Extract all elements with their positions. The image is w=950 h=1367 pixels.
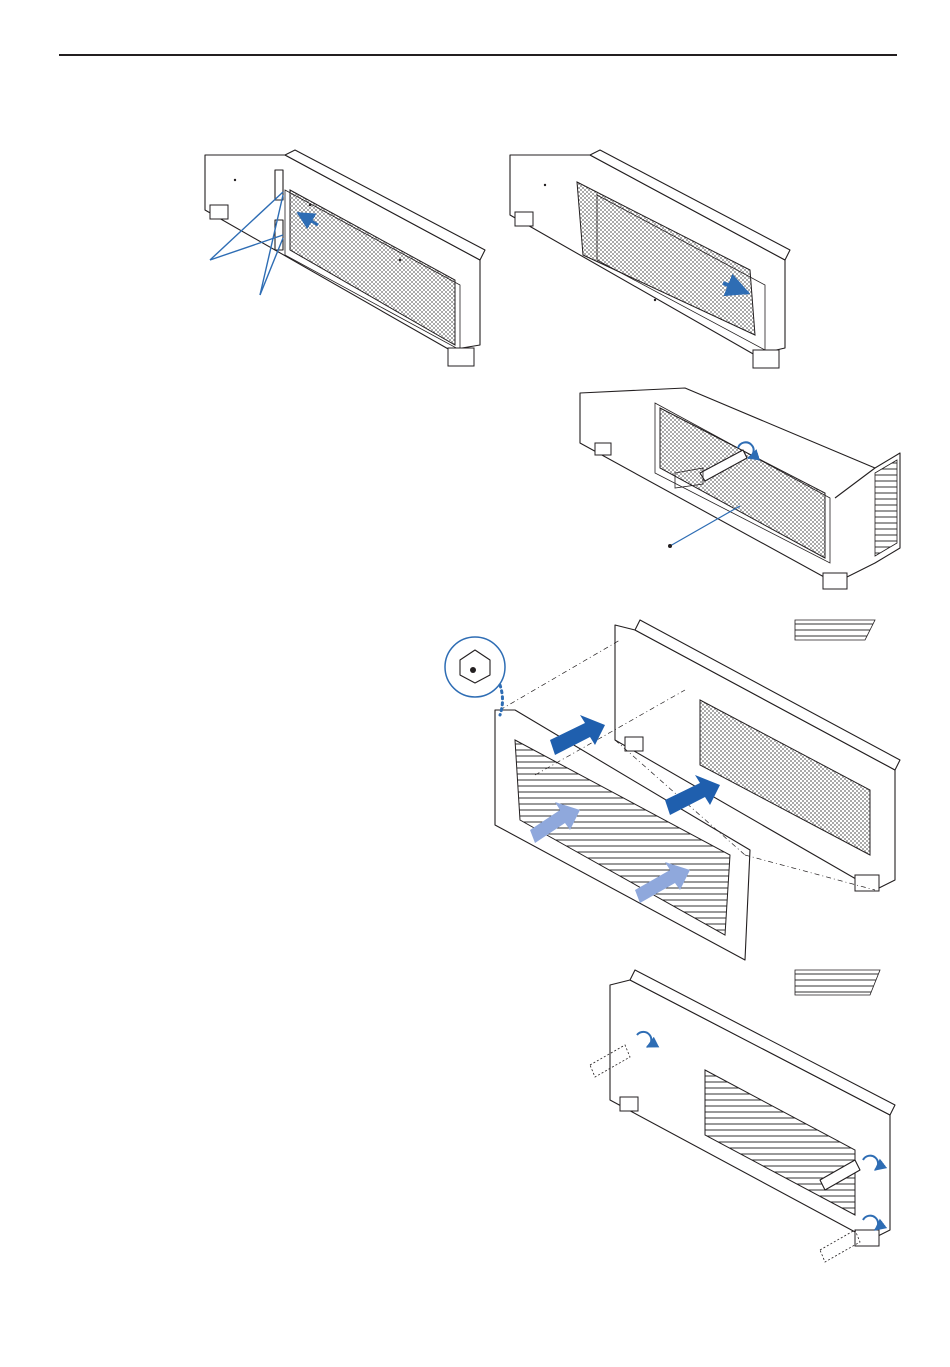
projector-filter-out-illustration — [505, 150, 795, 370]
front-cover-tighten-illustration — [585, 965, 910, 1265]
remove-filter-step-2 — [505, 150, 795, 370]
projector-screw-illustration — [575, 388, 900, 593]
tighten-cover-screws-step — [585, 965, 910, 1265]
header-rule — [59, 54, 897, 56]
remove-filter-step-1 — [200, 150, 490, 370]
top-vent-icon — [795, 970, 880, 995]
projector-side-illustration — [200, 150, 490, 370]
front-cover-attach-illustration — [445, 615, 900, 965]
top-vent-icon — [795, 620, 875, 640]
remove-cover-screw-step — [575, 388, 900, 593]
attach-front-cover-step — [445, 615, 900, 965]
clip-detail-inset — [445, 637, 505, 715]
